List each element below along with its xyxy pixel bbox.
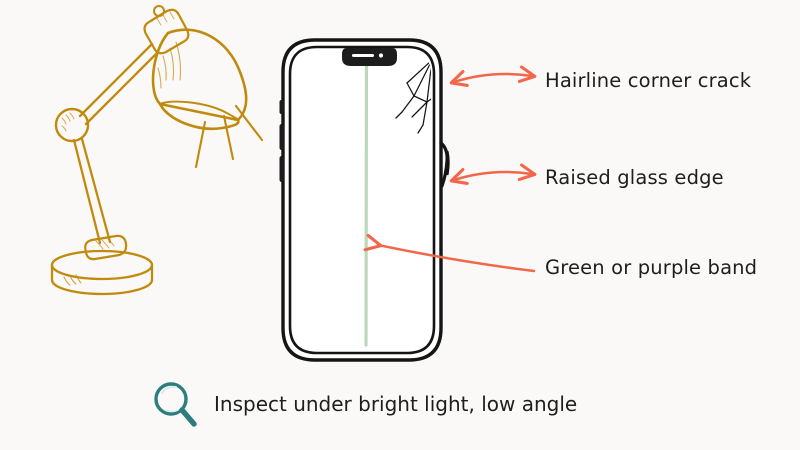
front-camera — [378, 53, 384, 58]
annotation-label-color-band: Green or purple band — [545, 256, 758, 279]
lamp-light-rays — [194, 104, 264, 169]
screen-crack — [395, 59, 431, 134]
screen-color-band — [364, 51, 369, 347]
arrow-color-band — [378, 245, 536, 273]
phone-left-buttons — [279, 100, 284, 182]
annotation-label-hairline-crack: Hairline corner crack — [545, 69, 752, 92]
caption-row: Inspect under bright light, low angle — [152, 380, 577, 428]
arrow-raised-glass-edge — [454, 172, 532, 180]
lamp-base — [50, 249, 154, 296]
phone-notch — [338, 48, 397, 66]
volume-up-button — [279, 124, 284, 150]
annotation-label-raised-glass-edge: Raised glass edge — [545, 166, 724, 189]
desk-lamp — [50, 5, 264, 296]
arrow-hairline-crack — [454, 74, 532, 82]
mute-switch-button — [279, 100, 284, 114]
lamp-elbow-joint — [54, 107, 90, 143]
caption-text: Inspect under bright light, low angle — [214, 392, 578, 416]
smartphone — [279, 38, 450, 362]
magnifier-icon — [154, 382, 197, 427]
lamp-shade — [151, 28, 248, 131]
lamp-base-hinge — [84, 234, 128, 261]
volume-down-button — [279, 156, 284, 182]
phone-inner-bezel — [288, 45, 436, 355]
phone-raised-glass-edge — [439, 141, 450, 188]
earpiece-speaker — [352, 54, 374, 57]
annotation-arrows — [378, 74, 536, 273]
lamp-lower-arm — [72, 137, 112, 245]
lamp-upper-arm — [78, 42, 160, 126]
